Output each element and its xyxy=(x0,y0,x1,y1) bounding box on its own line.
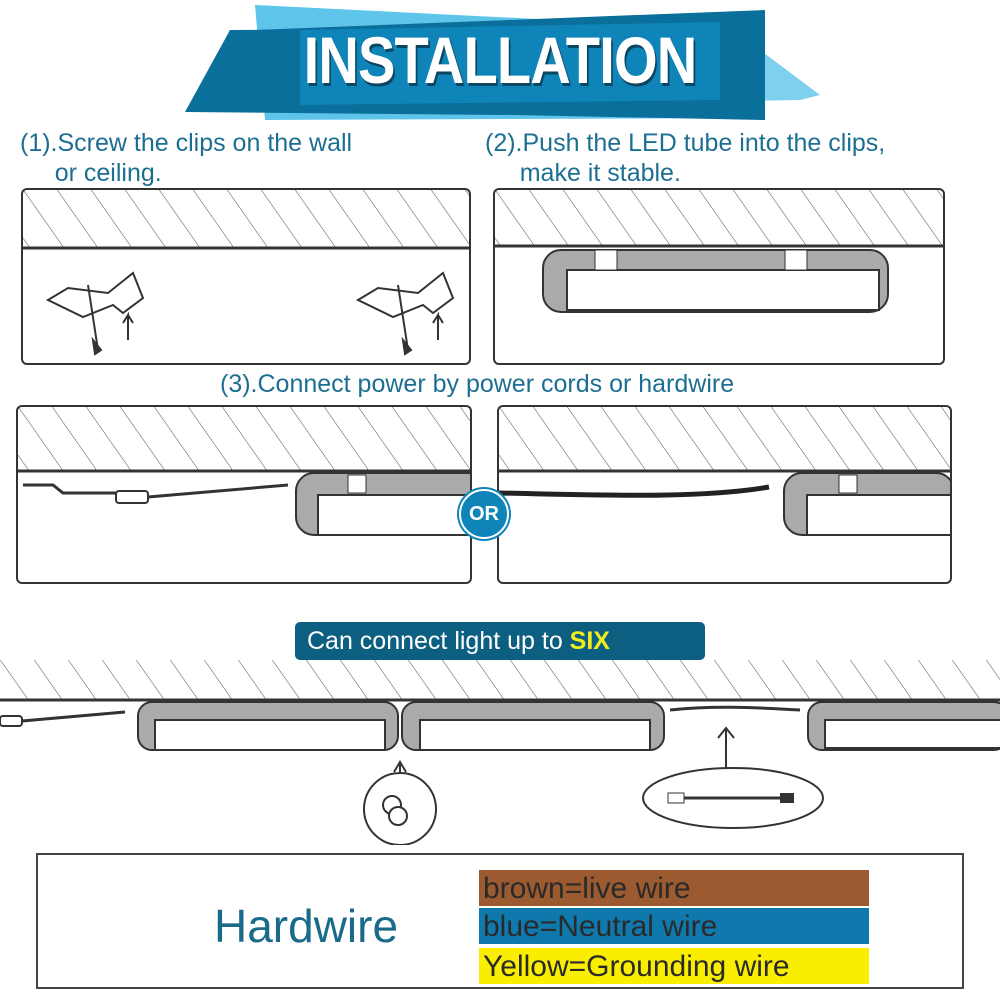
led-tube xyxy=(137,701,399,751)
connect-banner-text: Can connect light up to xyxy=(307,627,570,655)
led-tube xyxy=(807,701,1000,751)
step1-text: (1).Screw the clips on the wall or ceili… xyxy=(20,129,353,187)
legend-yellow: Yellow=Grounding wire xyxy=(479,948,869,984)
hardwire-diagram xyxy=(497,405,952,584)
step2-diagram xyxy=(493,188,945,365)
chain-diagram xyxy=(0,660,1000,845)
or-badge: OR xyxy=(459,489,509,539)
legend-title: Hardwire xyxy=(214,900,399,952)
clip-screw-icon xyxy=(355,271,455,356)
connect-banner-highlight: SIX xyxy=(569,627,610,655)
power-cord-diagram xyxy=(16,405,472,584)
clip-screw-icon xyxy=(45,271,145,356)
connect-banner: Can connect light up to SIX xyxy=(295,622,705,660)
wire-legend: Hardwire brown=live wire blue=Neutral wi… xyxy=(36,853,964,989)
or-label: OR xyxy=(469,503,499,525)
step1-diagram xyxy=(21,188,471,365)
legend-blue: blue=Neutral wire xyxy=(479,908,869,944)
step3-text: (3).Connect power by power cords or hard… xyxy=(220,370,735,398)
step2-text: (2).Push the LED tube into the clips, ma… xyxy=(485,129,886,187)
legend-brown: brown=live wire xyxy=(479,870,869,906)
page-title: INSTALLATION xyxy=(303,23,698,97)
title-banner xyxy=(185,5,820,120)
led-tube xyxy=(401,701,665,751)
led-tube xyxy=(542,249,889,313)
